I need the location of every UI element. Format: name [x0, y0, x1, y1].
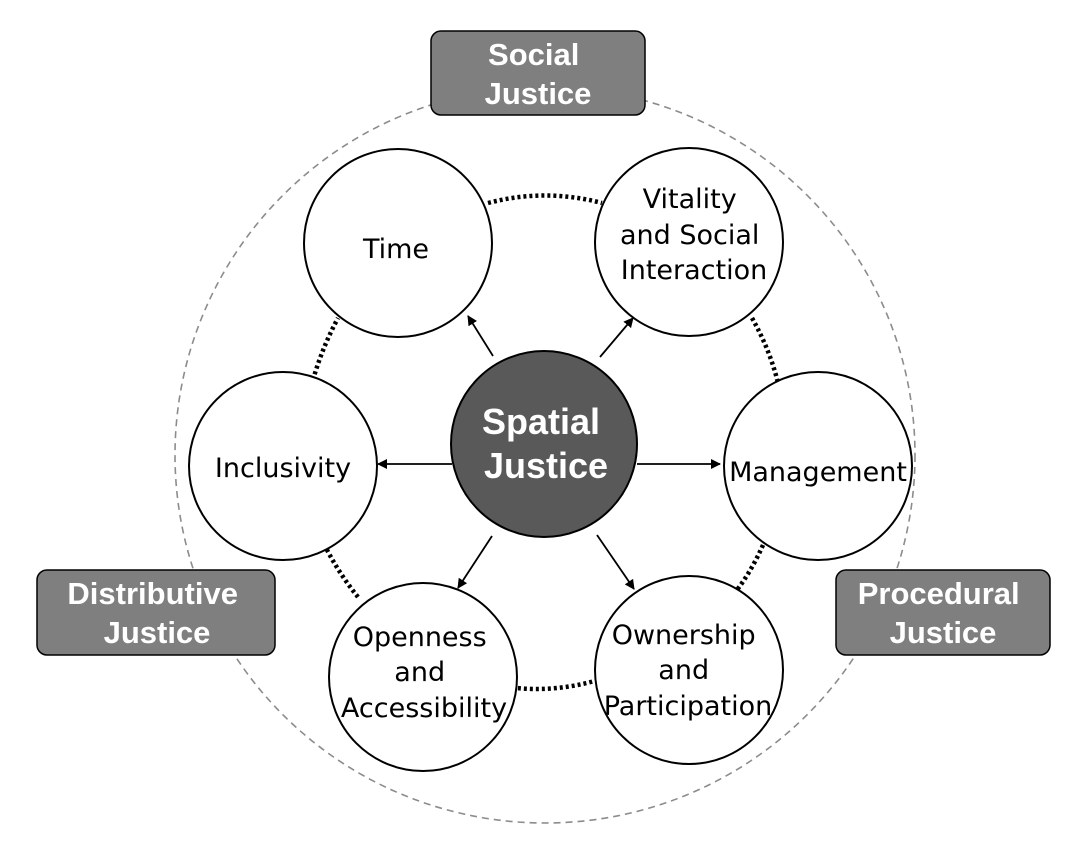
dotted-arc-time-vitality	[487, 193, 603, 206]
node-management-circle	[723, 371, 913, 561]
node-ownership-label: Ownership and Participation	[604, 620, 773, 722]
box-procedural-label: Procedural Justice	[858, 576, 1029, 650]
arrow-to-vitality	[599, 317, 634, 358]
center-circle	[450, 350, 638, 538]
arrows	[377, 315, 721, 590]
box-distributive-label: Distributive Justice	[67, 576, 246, 650]
node-time: Time	[303, 148, 493, 338]
node-openness-circle	[328, 582, 518, 772]
box-procedural-rect	[835, 569, 1051, 656]
node-vitality-circle	[594, 147, 784, 337]
box-procedural-justice: Procedural Justice	[835, 569, 1051, 656]
node-management-label: Management	[729, 457, 907, 488]
box-social-rect	[430, 30, 646, 116]
dotted-arc-ownership-openness	[515, 677, 599, 692]
dotted-connectors	[310, 193, 781, 692]
node-time-circle	[303, 148, 493, 338]
node-openness-label: Openness and Accessibility	[341, 622, 507, 724]
node-openness: Openness and Accessibility	[328, 582, 518, 772]
dotted-arc-vitality-management	[750, 316, 781, 384]
box-distributive-justice: Distributive Justice	[36, 569, 276, 656]
arrow-to-ownership	[596, 534, 635, 590]
dotted-arc-openness-inclusivity	[324, 546, 360, 599]
node-ownership-circle	[594, 575, 784, 765]
box-social-justice: Social Justice	[430, 30, 646, 116]
node-ownership: Ownership and Participation	[594, 575, 784, 765]
dotted-arc-inclusivity-time	[310, 316, 340, 381]
arrow-to-openness	[457, 535, 493, 589]
node-inclusivity-label: Inclusivity	[215, 453, 351, 484]
arrow-to-time	[467, 315, 494, 357]
outer-dashed-ring	[174, 86, 916, 824]
node-inclusivity-circle	[188, 371, 378, 561]
node-inclusivity: Inclusivity	[188, 371, 378, 561]
node-management: Management	[723, 371, 913, 561]
box-distributive-rect	[36, 569, 276, 656]
center-label: Spatial Justice	[482, 401, 610, 486]
box-social-label: Social Justice	[485, 37, 592, 111]
node-vitality-label: Vitality and Social Interaction	[620, 184, 768, 286]
node-vitality: Vitality and Social Interaction	[594, 147, 784, 337]
node-time-label: Time	[362, 234, 429, 265]
center-node: Spatial Justice	[450, 350, 638, 538]
dotted-arc-management-ownership	[735, 544, 766, 592]
